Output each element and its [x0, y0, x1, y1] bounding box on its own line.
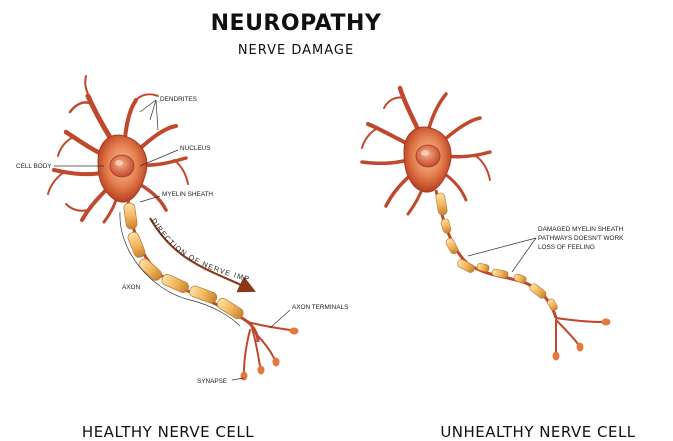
healthy-nucleolus	[115, 160, 123, 166]
healthy-axon-terminals	[240, 321, 299, 381]
healthy-myelin-sheath	[123, 202, 244, 320]
label-damage-line-2: PATHWAYS DOESN'T WORK	[538, 235, 624, 242]
label-synapse: SYNAPSE	[197, 378, 227, 385]
unhealthy-nucleolus	[421, 150, 429, 156]
damage-leader	[467, 237, 537, 273]
label-dendrites: DENDRITES	[160, 96, 197, 103]
myelin-leader	[139, 195, 161, 203]
label-cell-body: CELL BODY	[16, 163, 52, 170]
unhealthy-nucleus	[415, 144, 441, 168]
label-nucleus: NUCLEUS	[180, 145, 211, 152]
nucleus-leader	[139, 149, 179, 167]
caption-unhealthy: UNHEALTHY NERVE CELL	[440, 423, 635, 441]
label-damage-line-3: LOSS OF FEELING	[538, 244, 595, 251]
label-axon: AXON	[122, 284, 140, 291]
label-axon-terminals: AXON TERMINALS	[292, 304, 348, 311]
unhealthy-neuron: DAMAGED MYELIN SHEATH PATHWAYS DOESN'T W…	[360, 85, 635, 441]
caption-healthy: HEALTHY NERVE CELL	[82, 423, 254, 441]
label-myelin-sheath: MYELIN SHEATH	[162, 191, 213, 198]
page-subtitle: NERVE DAMAGE	[238, 43, 354, 58]
label-damage-line-1: DAMAGED MYELIN SHEATH	[538, 226, 623, 233]
impulse-arrow	[149, 217, 256, 293]
dendrites-leader	[139, 99, 159, 131]
healthy-nucleus	[109, 154, 135, 178]
page-title: NEUROPATHY	[211, 11, 382, 36]
damaged-myelin-sheath	[435, 192, 558, 311]
synapse-leader	[231, 377, 245, 381]
unhealthy-axon-terminals	[552, 317, 611, 361]
axon-bracket	[119, 211, 241, 327]
axon-terminals-leader	[269, 309, 291, 329]
healthy-synapse-bulb	[240, 371, 248, 381]
healthy-neuron: DIRECTION OF NERVE IMPULSE DENDRITES NUC…	[0, 0, 348, 441]
